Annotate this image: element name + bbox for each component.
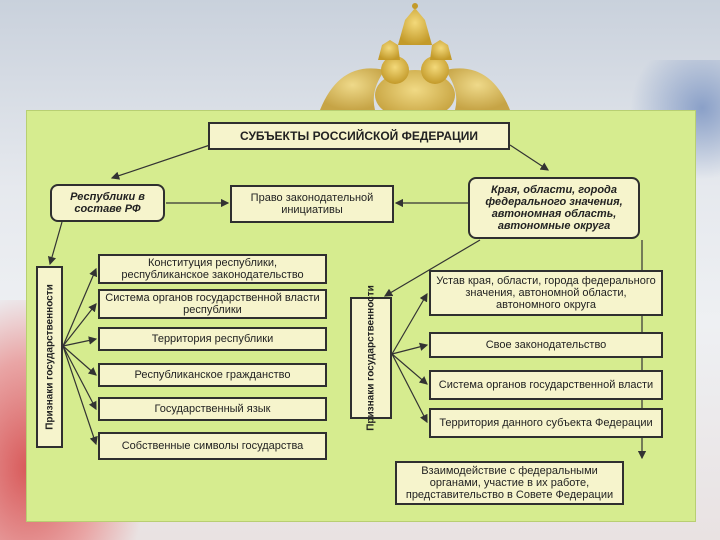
left-item-constitution: Конституция республики, республиканское … xyxy=(98,254,327,284)
federal-interaction-box: Взаимодействие с федеральными органами, … xyxy=(395,461,624,505)
left-item-state-symbols: Собственные символы государства xyxy=(98,432,327,460)
left-signs-of-statehood: Признаки государственности xyxy=(36,266,63,448)
right-item-territory: Территория данного субъекта Федерации xyxy=(429,408,663,438)
federation-subjects-title: СУБЪЕКТЫ РОССИЙСКОЙ ФЕДЕРАЦИИ xyxy=(208,122,510,150)
left-item-state-language: Государственный язык xyxy=(98,397,327,421)
right-item-charter: Устав края, области, города федерального… xyxy=(429,270,663,316)
right-item-authority-system: Система органов государственной власти xyxy=(429,370,663,400)
left-item-territory: Территория республики xyxy=(98,327,327,351)
left-item-authority-system: Система органов государственной власти р… xyxy=(98,289,327,319)
left-signs-label: Признаки государственности xyxy=(44,284,55,430)
legislative-initiative-box: Право законодательной инициативы xyxy=(230,185,394,223)
left-item-citizenship: Республиканское гражданство xyxy=(98,363,327,387)
krai-oblasti-box: Края, области, города федерального значе… xyxy=(468,177,640,239)
republics-box: Республики в составе РФ xyxy=(50,184,165,222)
right-signs-label: Признаки государственности xyxy=(366,285,377,431)
right-item-own-legislation: Свое законодательство xyxy=(429,332,663,358)
right-signs-of-statehood: Признаки государственности xyxy=(350,297,392,419)
